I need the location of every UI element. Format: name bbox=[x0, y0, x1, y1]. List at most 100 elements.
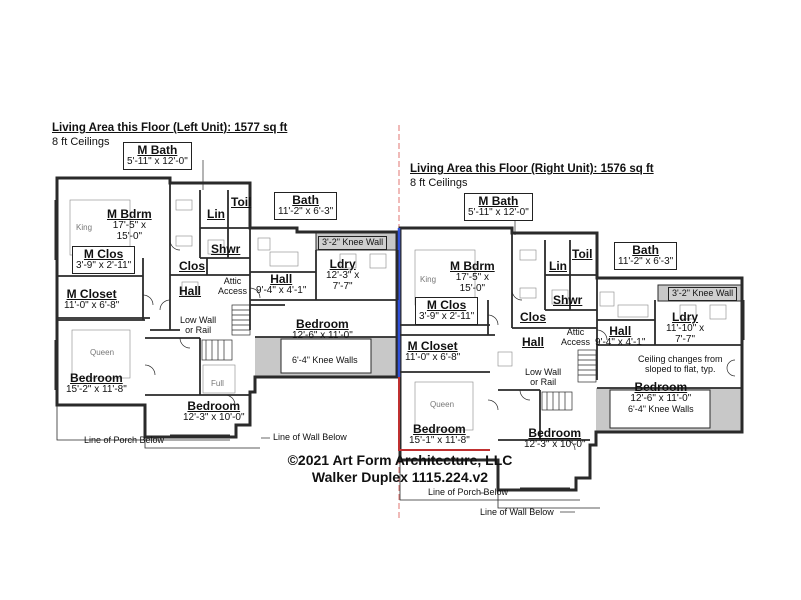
right-king-bed-label: King bbox=[420, 275, 437, 284]
right-unit-living-area: Living Area this Floor (Right Unit): 157… bbox=[410, 163, 654, 175]
right-bedroom-2-dim: 15'-1" x 11'-8" bbox=[409, 434, 470, 446]
left-bedroom-3-name: Bedroom bbox=[187, 399, 241, 413]
left-clos-label: Clos bbox=[179, 259, 206, 273]
left-bath-dim: 11'-2" x 6'-3" bbox=[278, 205, 334, 217]
left-toil-label: Toil bbox=[231, 195, 252, 209]
left-hall-b-label: Hall 9'-4" x 4'-1" bbox=[256, 273, 306, 297]
left-m-clos-label: M Clos 3'-9" x 2'-11" bbox=[72, 246, 136, 274]
left-wall-below-note: Line of Wall Below bbox=[273, 432, 347, 442]
right-m-closet-dim: 11'-0" x 6'-8" bbox=[405, 351, 461, 363]
right-m-closet-name: M Closet bbox=[407, 339, 458, 353]
left-m-bdrm-label: M Bdrm 17'-5" x 15'-0" bbox=[107, 208, 152, 243]
left-king-bed-label: King bbox=[76, 223, 93, 232]
left-unit-area-header: Living Area this Floor (Left Unit): 1577… bbox=[52, 122, 287, 149]
left-attic-note: Attic Access bbox=[218, 276, 248, 296]
left-full-bed-label: Full bbox=[211, 379, 224, 388]
left-unit-ceilings: 8 ft Ceilings bbox=[52, 135, 110, 148]
right-unit-ceilings: 8 ft Ceilings bbox=[410, 176, 468, 189]
right-bath-name: Bath bbox=[632, 243, 659, 257]
left-m-bath-dim: 5'-11" x 12'-0" bbox=[127, 155, 188, 167]
right-hall-a-label: Hall bbox=[522, 335, 545, 349]
right-knee-wall-note: 3'-2" Knee Wall bbox=[668, 287, 738, 301]
left-m-closet-label: M Closet 11'-0" x 6'-8" bbox=[64, 288, 119, 312]
right-lin-label: Lin bbox=[549, 259, 567, 273]
right-m-bdrm-label: M Bdrm 17'-5" x 15'-0" bbox=[450, 260, 495, 295]
right-bedroom-3-name: Bedroom bbox=[528, 426, 582, 440]
right-m-clos-name: M Clos bbox=[426, 298, 467, 312]
left-lin-label: Lin bbox=[207, 207, 225, 221]
left-bedroom-2-label: Bedroom 15'-2" x 11'-8" bbox=[66, 372, 127, 396]
right-bedroom-2-label: Bedroom 15'-1" x 11'-8" bbox=[409, 423, 470, 447]
right-bedroom-3-label: Bedroom 12'-3" x 10'-0" bbox=[524, 427, 586, 451]
right-bedroom-3-dim: 12'-3" x 10'-0" bbox=[524, 438, 586, 450]
left-bedroom-1-dim: 12'-6" x 11'-0" bbox=[292, 329, 353, 341]
right-hall-b-dim: 9'-4" x 4'-1" bbox=[595, 336, 646, 348]
left-bedroom-1-name: Bedroom bbox=[296, 317, 349, 331]
right-hall-b-label: Hall 9'-4" x 4'-1" bbox=[595, 325, 645, 349]
left-m-clos-name: M Clos bbox=[83, 247, 124, 261]
right-m-bath-name: M Bath bbox=[478, 194, 519, 208]
right-m-closet-label: M Closet 11'-0" x 6'-8" bbox=[405, 340, 460, 364]
right-porch-note: Line of Porch Below bbox=[428, 487, 509, 497]
left-bath-label: Bath 11'-2" x 6'-3" bbox=[274, 192, 338, 220]
right-ceiling-change-note: Ceiling changes from sloped to flat, typ… bbox=[638, 354, 723, 374]
right-toil-label: Toil bbox=[572, 247, 593, 261]
right-ldry-label: Ldry 11'-10" x 7'-7" bbox=[666, 311, 704, 346]
right-bath-label: Bath 11'-2" x 6'-3" bbox=[614, 242, 678, 270]
right-queen-bed-label: Queen bbox=[430, 400, 455, 409]
right-m-bath-dim: 5'-11" x 12'-0" bbox=[468, 206, 529, 218]
left-m-bdrm-name: M Bdrm bbox=[107, 207, 152, 221]
right-bedroom-1-dim1: 12'-6" x 11'-0" bbox=[630, 392, 692, 404]
right-ldry-name: Ldry bbox=[672, 310, 699, 324]
right-bedroom-1-name: Bedroom bbox=[634, 380, 688, 394]
left-bath-name: Bath bbox=[292, 193, 319, 207]
right-m-clos-dim: 3'-9" x 2'-11" bbox=[419, 310, 475, 322]
right-bath-dim: 11'-2" x 6'-3" bbox=[618, 255, 674, 267]
right-clos-label: Clos bbox=[520, 310, 547, 324]
left-unit-plan bbox=[54, 160, 399, 449]
left-ldry-dim1: 12'-3" x bbox=[326, 269, 360, 281]
right-bedroom-1-label: Bedroom 12'-6" x 11'-0" 6'-4" Knee Walls bbox=[628, 381, 694, 414]
left-m-bdrm-dim2: 15'-0" bbox=[116, 230, 143, 242]
right-m-bdrm-dim2: 15'-0" bbox=[459, 282, 486, 294]
left-bedroom-1-label: Bedroom 12'-6" x 11'-0" bbox=[292, 318, 353, 342]
left-porch-note: Line of Porch Below bbox=[84, 435, 165, 445]
right-shwr-label: Shwr bbox=[553, 293, 583, 307]
left-hall-b-name: Hall bbox=[270, 272, 293, 286]
right-bedroom-2-name: Bedroom bbox=[413, 422, 466, 436]
left-ldry-name: Ldry bbox=[329, 257, 356, 271]
copyright-text: ©2021 Art Form Architecture, LLC bbox=[287, 452, 513, 468]
left-queen-bed-label: Queen bbox=[90, 348, 115, 357]
left-unit-living-area: Living Area this Floor (Left Unit): 1577… bbox=[52, 122, 288, 134]
right-m-bath-label: M Bath 5'-11" x 12'-0" bbox=[464, 193, 533, 221]
party-wall-red bbox=[398, 377, 490, 451]
left-m-bdrm-dim1: 17'-5" x bbox=[112, 219, 146, 231]
left-bedroom-2-dim: 15'-2" x 11'-8" bbox=[66, 383, 127, 395]
right-bedroom-1-dim2: 6'-4" Knee Walls bbox=[628, 403, 694, 414]
left-ldry-dim2: 7'-7" bbox=[332, 280, 353, 292]
right-unit-plan bbox=[397, 210, 745, 513]
right-ldry-dim1: 11'-10" x bbox=[666, 322, 705, 334]
left-bedroom-2-name: Bedroom bbox=[70, 371, 123, 385]
left-low-wall-note: Low Wall or Rail bbox=[180, 315, 217, 335]
left-m-clos-dim: 3'-9" x 2'-11" bbox=[76, 259, 132, 271]
project-name: Walker Duplex 1115.224.v2 bbox=[311, 469, 489, 486]
left-ldry-label: Ldry 12'-3" x 7'-7" bbox=[326, 258, 359, 293]
right-m-bdrm-dim1: 17'-5" x bbox=[455, 271, 489, 283]
left-knee-wall-note: 3'-2" Knee Wall bbox=[318, 236, 388, 250]
right-m-bdrm-name: M Bdrm bbox=[450, 259, 495, 273]
left-hall-a-label: Hall bbox=[179, 284, 202, 298]
left-m-closet-dim: 11'-0" x 6'-8" bbox=[64, 299, 120, 311]
right-wall-below-note: Line of Wall Below bbox=[480, 507, 554, 517]
left-m-bath-label: M Bath 5'-11" x 12'-0" bbox=[123, 142, 192, 170]
left-shwr-label: Shwr bbox=[211, 242, 241, 256]
left-m-closet-name: M Closet bbox=[66, 287, 117, 301]
right-hall-b-name: Hall bbox=[609, 324, 632, 338]
left-hall-b-dim: 9'-4" x 4'-1" bbox=[256, 284, 307, 296]
left-bedroom-3-dim: 12'-3" x 10'-0" bbox=[183, 411, 245, 423]
footer-block: ©2021 Art Form Architecture, LLC Walker … bbox=[280, 452, 520, 486]
right-attic-note: Attic Access bbox=[561, 327, 591, 347]
left-knee-walls-note: 6'-4" Knee Walls bbox=[292, 355, 358, 365]
right-ldry-dim2: 7'-7" bbox=[675, 333, 695, 345]
